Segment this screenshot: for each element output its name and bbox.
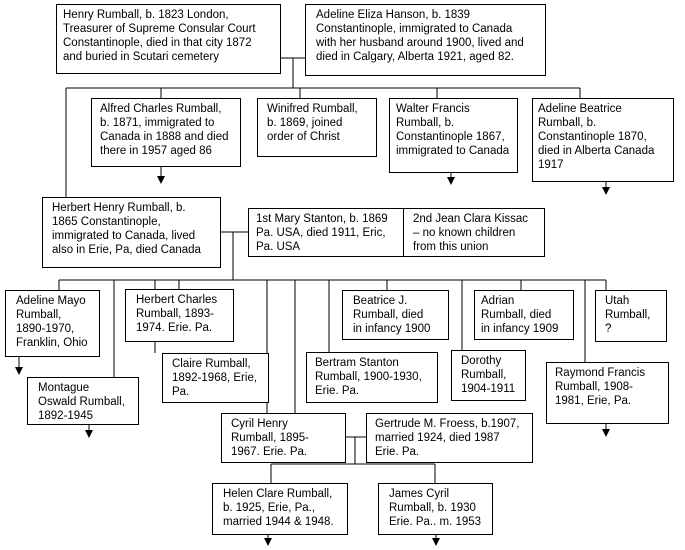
person-raymond-francis-rumball: Raymond Francis Rumball, 1908- 1981, Eri…	[546, 362, 669, 424]
arrow-down-icon	[15, 367, 23, 375]
person-herbert-henry-rumball: Herbert Henry Rumball, b. 1865 Constanti…	[42, 197, 221, 268]
person-montague-oswald-rumball: Montague Oswald Rumball, 1892-1945	[27, 377, 139, 425]
person-adeline-eliza-hanson: Adeline Eliza Hanson, b. 1839 Constantin…	[305, 4, 546, 76]
spouse-gertrude-froess: Gertrude M. Froess, b.1907, married 1924…	[366, 413, 533, 463]
arrow-down-icon	[602, 187, 610, 195]
arrow-down-icon	[264, 538, 272, 546]
person-dorothy-rumball: Dorothy Rumball, 1904-1911	[451, 350, 526, 401]
person-beatrice-j-rumball: Beatrice J. Rumball, died in infancy 190…	[342, 290, 449, 340]
person-adeline-beatrice-rumball: Adeline Beatrice Rumball, b. Constantino…	[532, 98, 674, 182]
person-adrian-rumball: Adrian Rumball, died in infancy 1909	[474, 290, 574, 340]
spouse-jean-clara-kissac: 2nd Jean Clara Kissac – no known childre…	[403, 208, 545, 257]
person-james-cyril-rumball: James Cyril Rumball, b. 1930 Erie. Pa.. …	[378, 483, 493, 535]
arrow-down-icon	[447, 177, 455, 185]
person-utah-rumball: Utah Rumball, ?	[595, 290, 667, 342]
arrow-down-icon	[432, 538, 440, 546]
arrow-down-icon	[85, 430, 93, 438]
person-bertram-stanton-rumball: Bertram Stanton Rumball, 1900-1930, Erie…	[306, 352, 438, 403]
person-winifred-rumball: Winifred Rumball, b. 1869, joined order …	[257, 98, 377, 157]
person-walter-francis-rumball: Walter Francis Rumball, b. Constantinopl…	[389, 98, 518, 173]
person-adeline-mayo-rumball: Adeline Mayo Rumball, 1890-1970, Frankli…	[5, 290, 100, 357]
person-claire-rumball: Claire Rumball, 1892-1968, Erie, Pa.	[162, 353, 269, 403]
person-cyril-henry-rumball: Cyril Henry Rumball, 1895- 1967. Erie. P…	[221, 413, 346, 463]
arrow-down-icon	[157, 176, 165, 184]
person-henry-rumball: Henry Rumball, b. 1823 London, Treasurer…	[56, 4, 281, 74]
person-herbert-charles-rumball: Herbert Charles Rumball, 1893- 1974. Eri…	[125, 289, 234, 342]
spouse-mary-stanton: 1st Mary Stanton, b. 1869 Pa. USA, died …	[248, 208, 404, 257]
arrow-down-icon	[602, 429, 610, 437]
person-alfred-charles-rumball: Alfred Charles Rumball, b. 1871, immigra…	[91, 98, 241, 167]
person-helen-clare-rumball: Helen Clare Rumball, b. 1925, Erie, Pa.,…	[212, 483, 348, 535]
